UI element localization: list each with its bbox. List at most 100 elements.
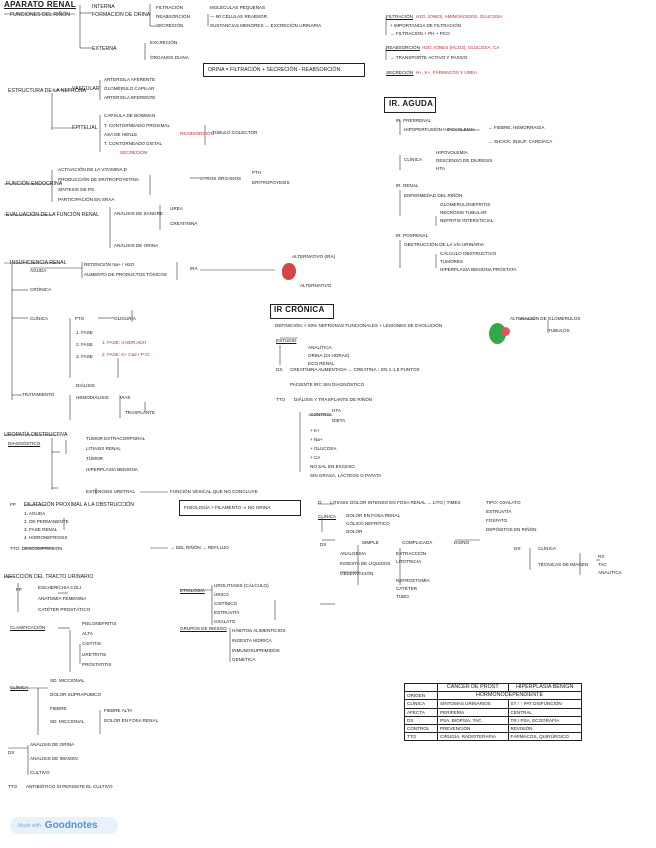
ir-cronica: IR CRÓNICA <box>274 305 325 314</box>
tubulo-colector: TÚBULO COLECTOR <box>212 130 258 135</box>
dx-label: DX <box>8 750 15 755</box>
uretritis-label: URETRITIS <box>82 652 107 657</box>
dilatacion-label: DILATACIÓN PROXIMAL A LA OBSTRUCCIÓN <box>24 502 135 508</box>
ir-cronica-box: IR CRÓNICA <box>270 304 334 319</box>
hemodialisis-label: HEMODIÁLISIS <box>76 395 109 400</box>
secrecion-red-r: H+, K+, FÁRMACOS Y UREA <box>416 70 478 75</box>
cistitis-label: CISTITIS <box>82 641 101 646</box>
infeccion-tracto: INFECCIÓN DEL TRACTO URINARIO <box>4 574 94 580</box>
reabsorcion-red-r: H2O, IONES (HCO3), GLUCOSA, CA <box>422 45 500 50</box>
evaluacion-funcion: EVALUACIÓN DE LA FUNCIÓN RENAL <box>6 212 100 218</box>
diagnostico-label: DIAGNÓSTICO <box>8 441 41 446</box>
table-hormono: HORMONODEPENDIENTE <box>437 691 582 701</box>
funciones-rinon: FUNCIONES DEL RIÑÓN <box>10 12 71 18</box>
asa-henle: ASA DE HENLE <box>104 132 138 137</box>
table-row-control: CONTROL <box>404 724 438 734</box>
goodnotes-badge[interactable]: Made with Goodnotes <box>10 817 118 834</box>
clinica2-label: CLÍNICA <box>10 685 29 690</box>
table-row-dx: DX <box>404 715 438 726</box>
cronica-label: CRÓNICA <box>30 287 52 292</box>
table-row-tto: TTO <box>404 732 438 742</box>
endo-4: PARTICIPACIÓN EN SRAA <box>58 197 115 202</box>
grupos-label: GRUPOS DE RIESGO <box>180 626 227 631</box>
urea-label: UREA <box>170 206 183 211</box>
filtracion-r-label: FILTRACIÓN <box>386 14 413 19</box>
pielonefritis-label: PIELONEFRITIS <box>82 621 117 626</box>
obstruccion-text: FISIOLOGÍA > FILAMENTO ⇒ NO ORINA <box>184 505 271 510</box>
tc-distal: T. CONTORNEADO DISTAL <box>104 141 163 146</box>
red-phase-2: 2. FASE: K+ Ca2+ P Cl <box>102 352 150 357</box>
otros-organos: OTROS ÓRGANOS <box>200 176 242 181</box>
prostatitis-label: PROSTATITIS <box>82 662 112 667</box>
glomerulo-capilar: GLOMÉRULO CAPILAR <box>104 86 155 91</box>
vascular-label: VASCULAR <box>72 86 100 92</box>
table-header-cancer: CÁNCER DE PRÓST <box>437 682 509 693</box>
reabsorcion-red: REABSORCIÓN <box>180 131 214 136</box>
insuf-renal: INSUFICIENCIA RENAL <box>10 260 67 266</box>
tratamiento-label: TRATAMIENTO <box>22 392 55 397</box>
antibiotico: ANTIBIÓTICO SI PERSISTE EL CULTIVO <box>26 784 113 789</box>
clasificacion-label: CLASIFICACIÓN <box>10 625 46 630</box>
estructura-nefrona: ESTRUCTURA DE LA NEFRONA <box>8 88 87 94</box>
badge-small-text: Made with <box>18 822 41 829</box>
orina-formula: ORINA = FILTRACIÓN + SECRECIÓN - REABSOR… <box>208 67 341 73</box>
arteriola-eferente: ARTERIOLA EFERENTE <box>104 95 156 100</box>
etiologia-label: ETIOLOGÍA <box>180 588 205 593</box>
filtracion-red: H2O, IONES, AMINOÁCIDOS, GLUCOSA <box>416 14 503 19</box>
cronica-def: DEFINICIÓN: < 60% NEFRONAS FUNCIONALES +… <box>275 323 443 328</box>
funcion-endocrina: FUNCIÓN ENDOCRINA <box>6 181 63 187</box>
organos-label: ÓRGANOS DIANA <box>150 55 189 60</box>
dialisis-label: DIÁLISIS <box>76 383 95 388</box>
renal-lesion-drawing <box>501 327 510 336</box>
ir-renal: IR. RENAL <box>396 183 419 188</box>
clinica-label: CLÍNICA <box>30 316 49 321</box>
eritropoyesis-label: ERITROPOYESIS <box>252 180 290 185</box>
pth-label: PTH <box>252 170 262 175</box>
ir-aguda: IR. AGUDA <box>389 99 434 108</box>
ir-posrenal: IR. POSRENAL <box>396 233 429 238</box>
capsula-bowman: CÁPSULA DE BOWMAN <box>104 113 156 118</box>
interna-label: INTERNA <box>92 4 115 10</box>
orina-formula-box: ORINA = FILTRACIÓN + SECRECIÓN - REABSOR… <box>203 63 365 77</box>
endo-2: PRODUCCIÓN DE ERITROPOYETINA <box>58 177 139 182</box>
estudio-label: ESTUDIO <box>276 338 297 343</box>
analisis-sangre: ANÁLISIS DE SANGRE <box>114 211 164 216</box>
excrecion-label: EXCRECIÓN <box>150 40 178 45</box>
table-row-afecta: AFECTA <box>404 707 438 717</box>
trasplante-label: TRASPLANTE <box>125 410 156 415</box>
secrecion-red: SECRECIÓN <box>120 150 148 155</box>
endo-1: ACTIVACIÓN DE LA VITAMINA D <box>58 167 128 172</box>
table-row-clinica: CLÍNICA <box>404 699 438 709</box>
title-aparato-renal: APARATO RENAL <box>4 0 76 9</box>
aguda-label: AGUDA <box>30 268 47 273</box>
ir-aguda-box: IR. AGUDA <box>384 97 436 113</box>
moleculas-label: MOLÉCULAS PEQUEÑAS <box>210 5 266 10</box>
obstruccion-box: FISIOLOGÍA > FILAMENTO ⇒ NO ORINA <box>179 500 301 516</box>
fase-1: 1. FASE <box>76 330 93 335</box>
creatinina-label: CREATININA <box>170 221 198 226</box>
comparison-table: CÁNCER DE PRÓST HIPERPLASIA BENIGN ORIGE… <box>404 682 583 742</box>
red-phase: 1. FASE: 4 NDR ADH <box>102 340 146 345</box>
secrecion-label: SECRECIÓN <box>156 23 184 28</box>
reabsorcion-label: REABSORCIÓN <box>156 14 190 19</box>
reabsorcion-r-label: REABSORCIÓN <box>386 45 420 50</box>
kidney-drawing <box>282 263 296 280</box>
analisis-orina: ANÁLISIS DE ORINA <box>114 243 159 248</box>
formacion-orina: FORMACIÓN DE ORINA <box>92 12 151 18</box>
tto-label: TTO <box>8 784 18 789</box>
endo-3: SÍNTESIS DE PG <box>58 187 95 192</box>
badge-logo-text: Goodnotes <box>44 820 98 831</box>
filtracion-label: FILTRACIÓN <box>156 5 183 10</box>
epitelial-label: EPITELIAL <box>72 125 98 131</box>
externa-label: EXTERNA <box>92 46 117 52</box>
secrecion-r-label: SECRECIÓN <box>386 70 414 75</box>
table-header-hiperplasia: HIPERPLASIA BENIGN <box>507 682 583 693</box>
litiasis-label: LITIASIS <box>330 500 349 505</box>
fase-2: 2. FASE <box>76 342 93 347</box>
fase-3: 3. FASE <box>76 354 93 359</box>
arteriola-aferente: ARTERIOLA AFERENTE <box>104 77 156 82</box>
table-row-origen: ORIGEN <box>404 691 438 701</box>
tc-proximal: T. CONTORNEADO PROXIMAL <box>104 123 171 128</box>
uropatia-obstructiva: UROPATÍA OBSTRUCTIVA <box>4 432 68 438</box>
